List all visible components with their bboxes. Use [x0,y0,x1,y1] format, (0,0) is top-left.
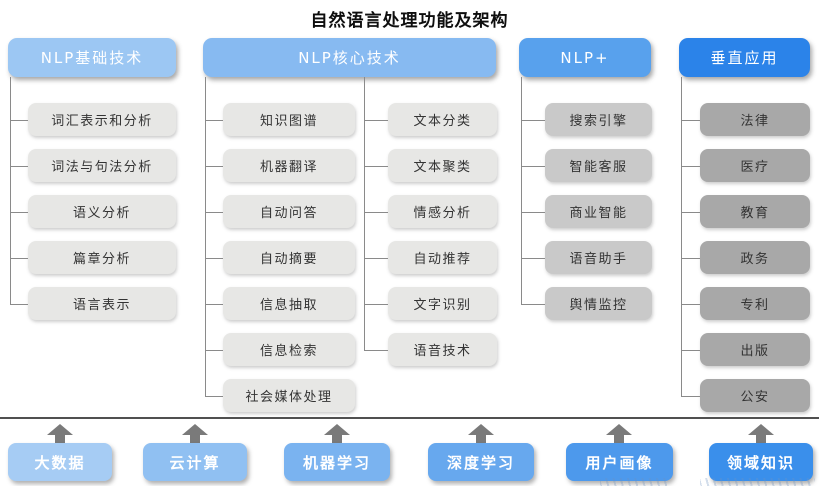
item-lexical-representation: 词汇表示和分析 [10,103,176,136]
item-semantic-analysis: 语义分析 [10,195,176,228]
column-nlp-core-right-items: 文本分类 文本聚类 情感分析 自动推荐 文字识别 语音技术 [364,103,497,366]
watermark-fragment [700,478,815,486]
item-public-security: 公安 [681,379,810,412]
foundation-box-cloud-computing: 云计算 [143,443,247,481]
item-machine-translation: 机器翻译 [205,149,355,182]
up-arrow-icon [468,424,494,443]
tree-line-col3 [521,77,522,304]
item-discourse-analysis: 篇章分析 [10,241,176,274]
up-arrow-icon [606,424,632,443]
foundation-box-big-data: 大数据 [8,443,112,481]
item-education: 教育 [681,195,810,228]
tree-line-col4 [681,77,682,396]
separator-line [0,417,819,419]
column-header-vertical-apps: 垂直应用 [679,38,810,77]
item-auto-summarization: 自动摘要 [205,241,355,274]
column-nlp-core-left-items: 知识图谱 机器翻译 自动问答 自动摘要 信息抽取 信息检索 社会媒体处理 [205,103,355,412]
column-header-nlp-plus: NLP+ [519,38,651,77]
item-ocr: 文字识别 [364,287,497,320]
item-government: 政务 [681,241,810,274]
item-sentiment-analysis: 情感分析 [364,195,497,228]
foundation-box-domain-knowledge: 领域知识 [709,443,813,481]
item-information-extraction: 信息抽取 [205,287,355,320]
item-search-engine: 搜索引擎 [521,103,652,136]
item-business-intelligence: 商业智能 [521,195,652,228]
item-speech-technology: 语音技术 [364,333,497,366]
up-arrow-icon [182,424,208,443]
item-knowledge-graph: 知识图谱 [205,103,355,136]
item-language-representation: 语言表示 [10,287,176,320]
item-social-media-processing: 社会媒体处理 [205,379,355,412]
item-information-retrieval: 信息检索 [205,333,355,366]
item-opinion-monitoring: 舆情监控 [521,287,652,320]
watermark-fragment [600,478,670,486]
tree-line-col2-left [205,77,206,396]
item-text-clustering: 文本聚类 [364,149,497,182]
item-publishing: 出版 [681,333,810,366]
item-morph-syntax-analysis: 词法与句法分析 [10,149,176,182]
diagram-title: 自然语言处理功能及架构 [310,11,509,31]
item-law: 法律 [681,103,810,136]
column-nlp-basic-items: 词汇表示和分析 词法与句法分析 语义分析 篇章分析 语言表示 [10,103,176,320]
up-arrow-icon [324,424,350,443]
tree-line-col2-right [364,77,365,350]
column-nlp-plus-items: 搜索引擎 智能客服 商业智能 语音助手 舆情监控 [521,103,652,320]
foundation-box-deep-learning: 深度学习 [428,443,534,481]
item-healthcare: 医疗 [681,149,810,182]
item-smart-customer-service: 智能客服 [521,149,652,182]
up-arrow-icon [47,424,73,443]
tree-line-col1 [10,77,11,304]
item-text-classification: 文本分类 [364,103,497,136]
foundation-box-user-profile: 用户画像 [566,443,673,481]
item-auto-qa: 自动问答 [205,195,355,228]
item-auto-recommendation: 自动推荐 [364,241,497,274]
foundation-box-machine-learning: 机器学习 [284,443,390,481]
item-voice-assistant: 语音助手 [521,241,652,274]
column-vertical-apps-items: 法律 医疗 教育 政务 专利 出版 公安 [681,103,810,412]
up-arrow-icon [748,424,774,443]
column-header-nlp-basic: NLP基础技术 [8,38,176,77]
column-header-nlp-core: NLP核心技术 [203,38,496,77]
item-patent: 专利 [681,287,810,320]
